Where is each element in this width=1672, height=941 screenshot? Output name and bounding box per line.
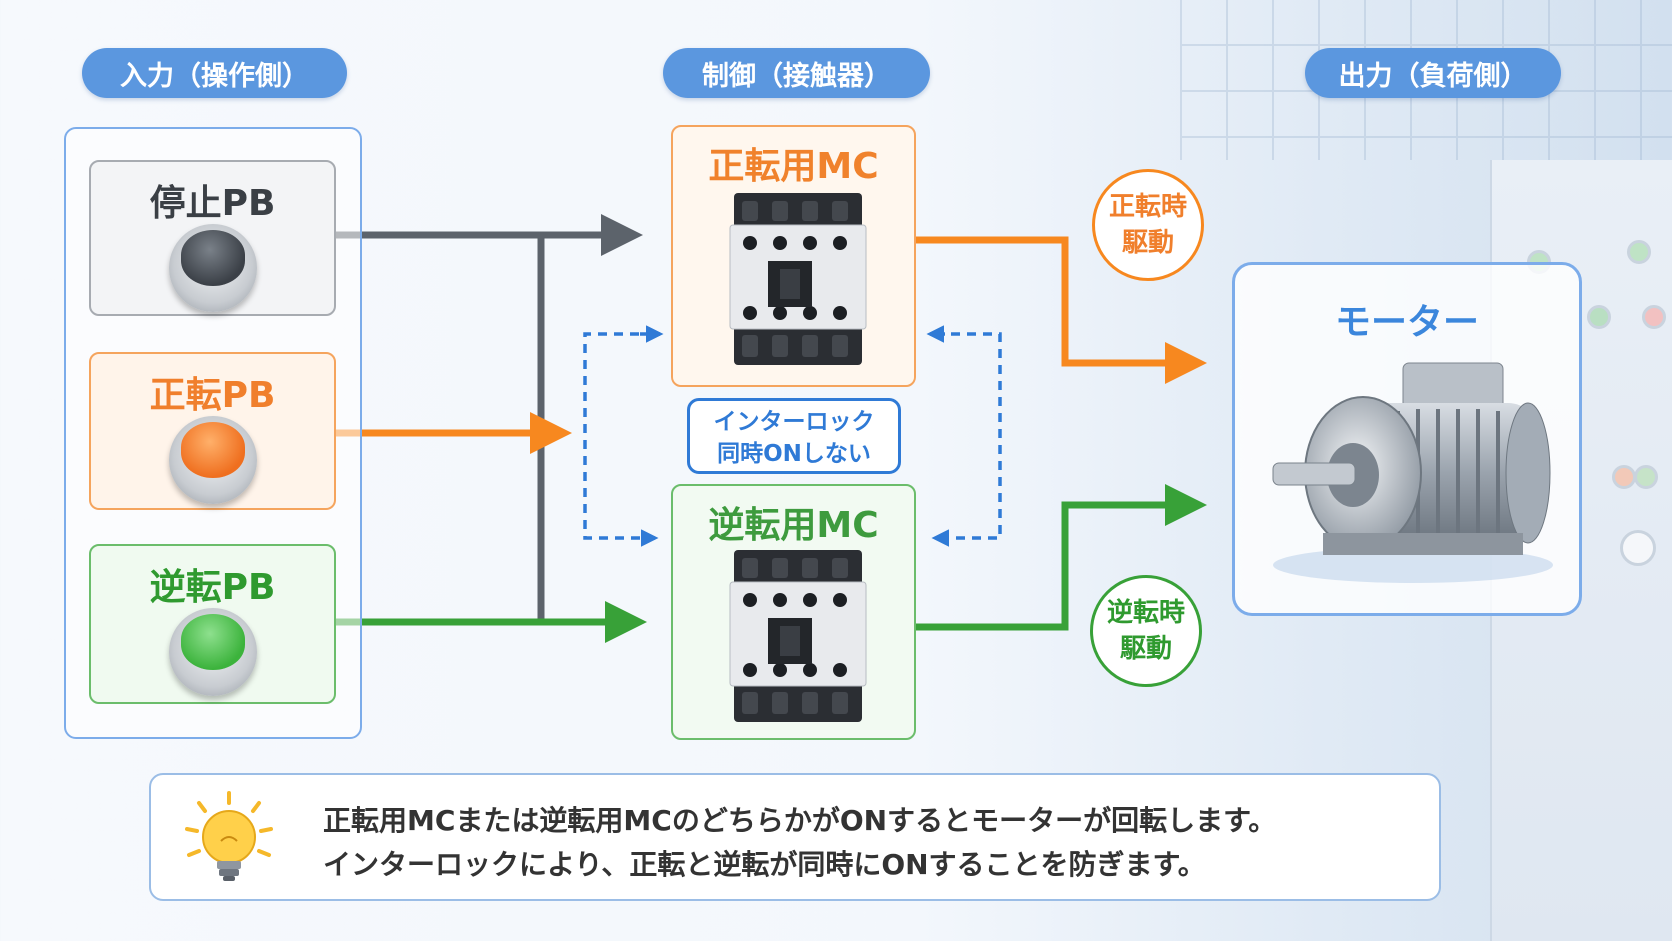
panel-gauge-icon bbox=[1620, 530, 1656, 566]
forward-contactor-icon bbox=[729, 193, 867, 365]
forward-push-button[interactable] bbox=[169, 416, 257, 504]
motor-icon bbox=[1272, 362, 1553, 583]
panel-lamp-icon bbox=[1642, 305, 1666, 329]
forward-output-line bbox=[916, 236, 1207, 384]
stop-push-button[interactable] bbox=[169, 224, 257, 312]
note-line2: インターロックにより、正転と逆転が同時にONすることを防ぎます。 bbox=[323, 848, 1206, 881]
interlock-line2: 同時ONしない bbox=[717, 441, 871, 467]
reverse-mc-box: 逆転用MC bbox=[671, 484, 916, 740]
reverse-drive-badge: 逆転時 駆動 bbox=[1090, 575, 1202, 687]
panel-lamp-icon bbox=[1627, 240, 1651, 264]
stop-button-cap bbox=[181, 230, 245, 286]
forward-drive-line1: 正転時 bbox=[1108, 192, 1187, 222]
reverse-pb-box: 逆転PB bbox=[89, 544, 336, 704]
reverse-contactor-icon bbox=[729, 550, 867, 722]
forward-button-cap bbox=[181, 422, 245, 478]
forward-drive-badge: 正転時 駆動 bbox=[1092, 169, 1204, 281]
reverse-mc-label: 逆転用MC bbox=[708, 505, 879, 546]
header-output: 出力（負荷側） bbox=[1305, 48, 1561, 98]
note-text: 正転用MCまたは逆転用MCのどちらかがONするとモーターが回転します。 インター… bbox=[323, 799, 1276, 887]
stop-pb-label: 停止PB bbox=[149, 183, 276, 224]
reverse-drive-line1: 逆転時 bbox=[1106, 598, 1185, 628]
lightbulb-icon bbox=[185, 791, 273, 881]
header-control: 制御（接触器） bbox=[663, 48, 930, 98]
note-box: 正転用MCまたは逆転用MCのどちらかがONするとモーターが回転します。 インター… bbox=[149, 773, 1441, 901]
interlock-left-line bbox=[583, 332, 659, 547]
motor-box: モーター bbox=[1232, 262, 1582, 616]
panel-lamp-icon bbox=[1634, 465, 1658, 489]
forward-pb-label: 正転PB bbox=[149, 375, 276, 416]
reverse-push-button[interactable] bbox=[169, 608, 257, 696]
header-input: 入力（操作側） bbox=[82, 48, 347, 98]
forward-mc-label: 正転用MC bbox=[708, 146, 879, 187]
interlock-right-line bbox=[931, 332, 1002, 547]
stop-pb-box: 停止PB bbox=[89, 160, 336, 316]
reverse-pb-label: 逆転PB bbox=[149, 567, 276, 608]
reverse-drive-line2: 駆動 bbox=[1119, 634, 1172, 664]
panel-lamp-icon bbox=[1587, 305, 1611, 329]
forward-mc-box: 正転用MC bbox=[671, 125, 916, 387]
note-line1: 正転用MCまたは逆転用MCのどちらかがONするとモーターが回転します。 bbox=[323, 804, 1277, 837]
forward-pb-box: 正転PB bbox=[89, 352, 336, 510]
reverse-button-cap bbox=[181, 614, 245, 670]
motor-label: モーター bbox=[1334, 302, 1479, 343]
interlock-label: インターロック 同時ONしない bbox=[687, 398, 901, 474]
forward-drive-line2: 駆動 bbox=[1121, 228, 1174, 258]
reverse-output-line bbox=[916, 484, 1207, 631]
interlock-line1: インターロック bbox=[713, 409, 875, 435]
